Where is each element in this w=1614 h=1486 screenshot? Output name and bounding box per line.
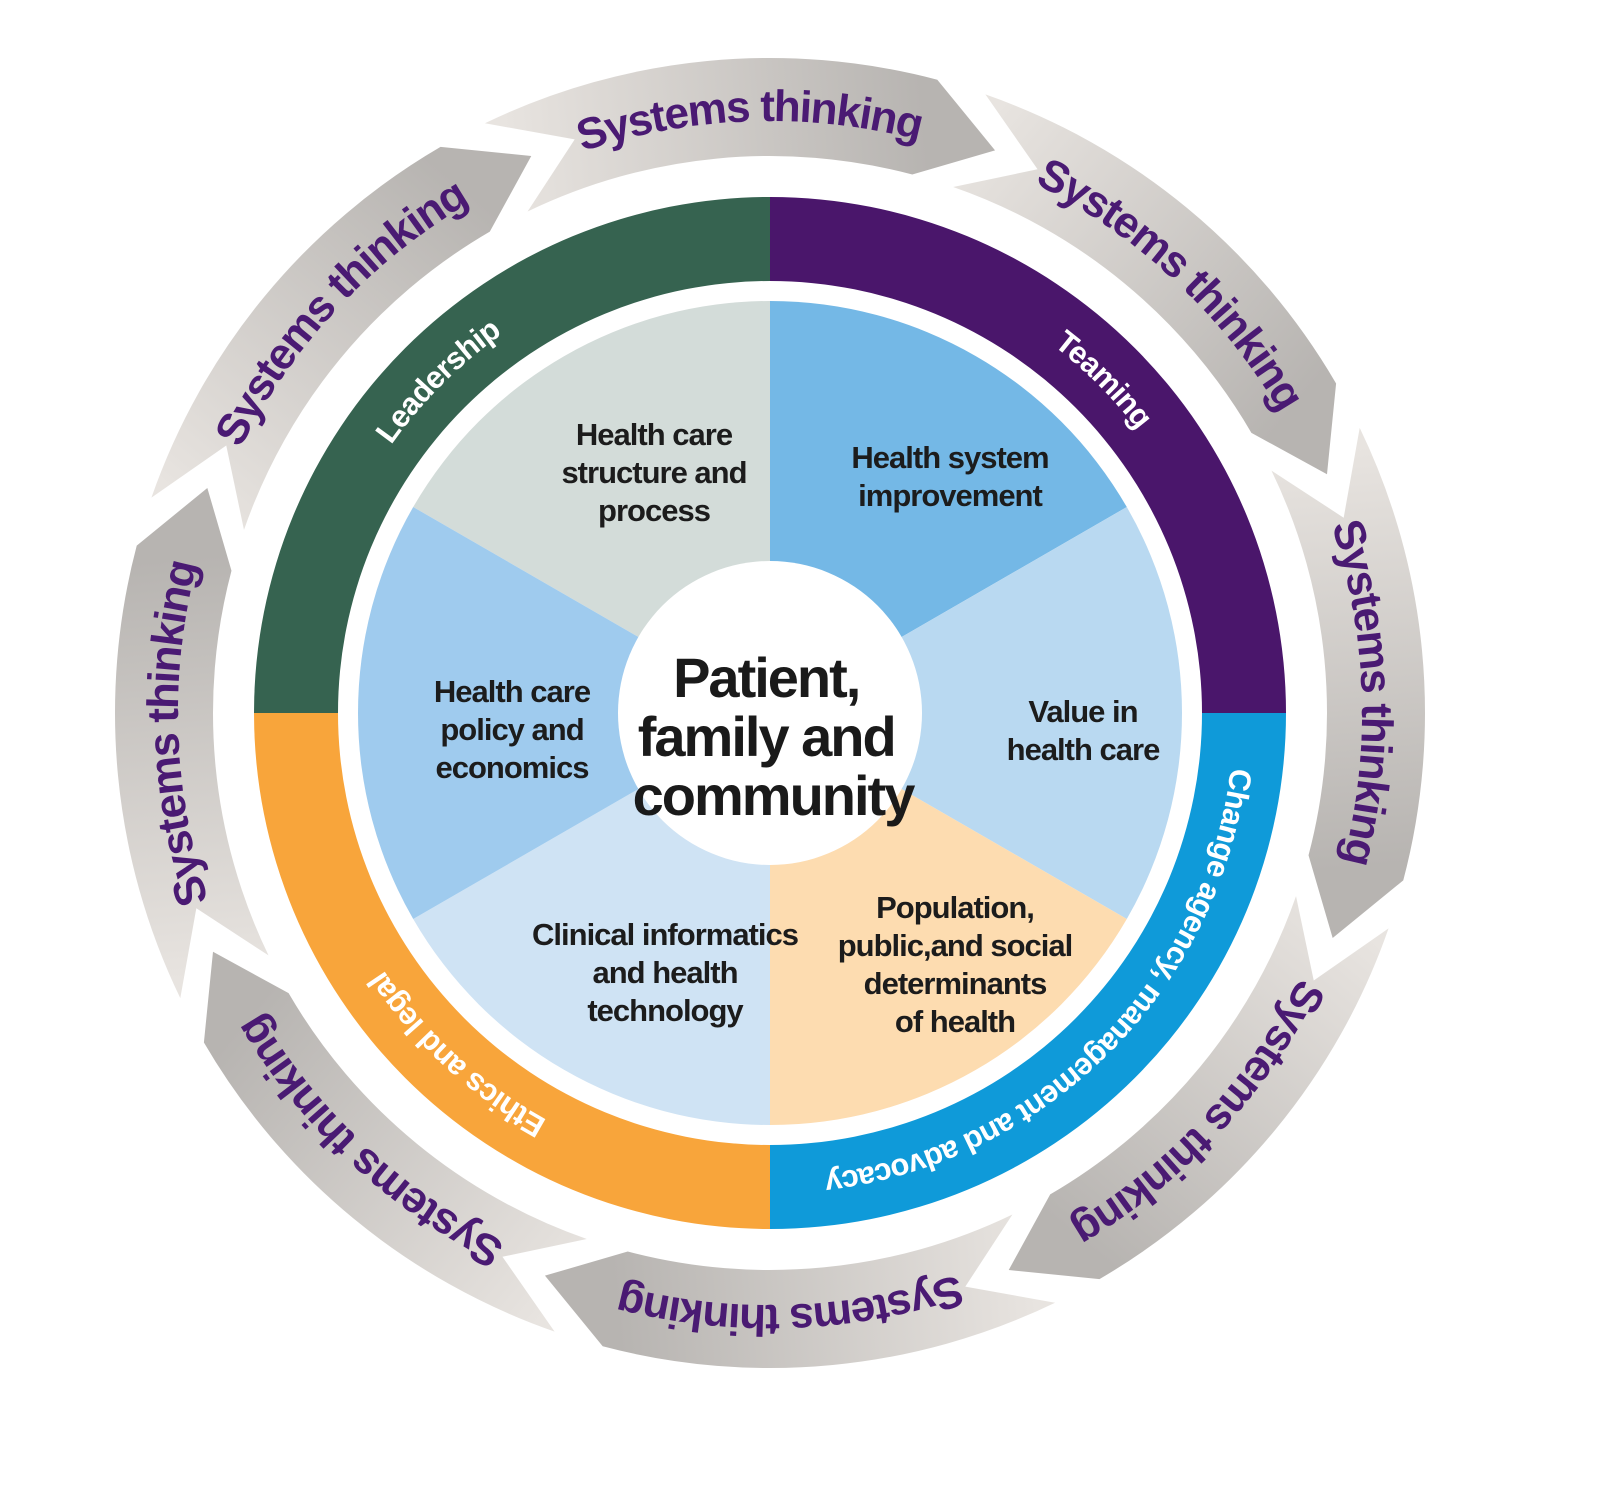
pie-slice-label-line: structure and [561, 455, 746, 490]
ring-segment-ethics: Ethics and legal [254, 713, 770, 1229]
pie-slice-label-line: Health care [434, 674, 591, 709]
ring-segment-shape [770, 713, 1286, 1229]
center-label-line: Patient, [673, 646, 859, 709]
center-label-line: community [633, 764, 916, 827]
pie-slice-label-line: health care [1007, 732, 1160, 767]
pie-slice-label-line: Clinical informatics [532, 917, 798, 952]
pie-slice-shape [770, 507, 1182, 919]
arrow-shape [203, 951, 587, 1332]
ring-segment-shape [770, 197, 1286, 713]
arrow-shape [953, 94, 1337, 475]
pie-slice-label-line: improvement [858, 478, 1042, 513]
center-hub: Patient, family and community [618, 561, 922, 865]
pie-slice-label-line: process [598, 493, 710, 528]
pie-slice-label-line: public,and social [838, 928, 1073, 963]
arrow-shape [151, 146, 532, 530]
systems-thinking-arrow: Systems thinking [115, 487, 269, 999]
ring-segment-shape [254, 713, 770, 1229]
arrow-shape [544, 1214, 1056, 1368]
pie-slice-label-line: of health [895, 1004, 1015, 1039]
pie-slice-label-line: determinants [864, 966, 1047, 1001]
ring-segment-shape [254, 197, 770, 713]
pie-slice-label-line: technology [587, 993, 744, 1028]
arrow-shape [1271, 427, 1425, 939]
center-circle [618, 561, 922, 865]
center-label-line: family and [638, 705, 895, 768]
systems-thinking-arrow: Systems thinking [1271, 427, 1425, 939]
systems-thinking-arrow: Systems thinking [484, 58, 996, 212]
pie-slice-label-line: Value in [1028, 694, 1137, 729]
pie-slice-label-line: and health [592, 955, 737, 990]
pie-slice-label-line: Health system [851, 440, 1048, 475]
center-label: Patient, family and community [633, 646, 916, 827]
pie-slice-label-line: Population, [876, 890, 1034, 925]
pie-slice-label-line: policy and [440, 712, 583, 747]
arrow-shape [484, 58, 996, 212]
pie-slice-label-line: economics [436, 750, 589, 785]
pie-slice-shape [358, 507, 770, 919]
systems-thinking-arrow: Systems thinking [544, 1214, 1056, 1368]
arrow-shape [115, 487, 269, 999]
arrow-shape [1008, 896, 1389, 1280]
pie-slice-label-line: Health care [576, 417, 733, 452]
